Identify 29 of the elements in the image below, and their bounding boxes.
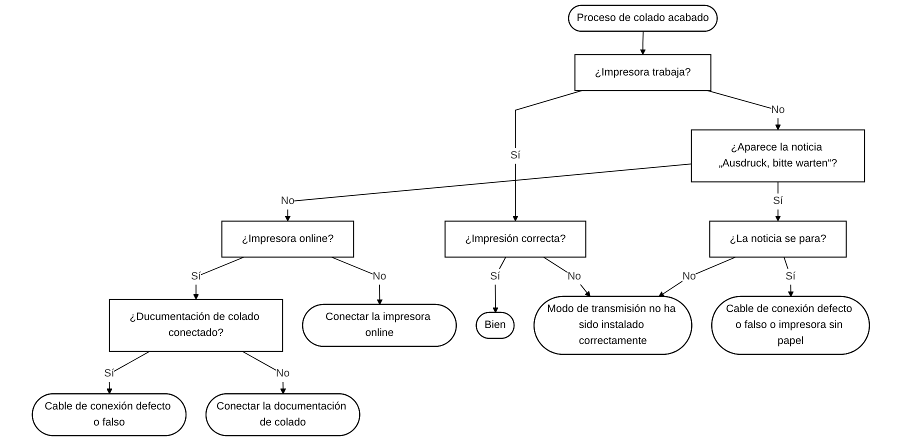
arrow <box>284 164 692 222</box>
edge-label: No <box>682 270 696 282</box>
edge-label: Sí <box>510 150 521 162</box>
arrow <box>331 256 383 306</box>
node-box: ¿Impresora online? <box>221 220 354 258</box>
arrow <box>512 90 583 222</box>
edge-label: Sí <box>490 270 500 282</box>
arrow <box>658 256 736 298</box>
edge-label: No <box>281 196 295 207</box>
edge-label: No <box>568 270 582 282</box>
arrow <box>193 256 244 300</box>
node-box: ¿Impresión correcta? <box>444 220 586 258</box>
edge-label: No <box>771 104 785 116</box>
edge-label: Sí <box>191 270 202 282</box>
arrow <box>106 350 150 394</box>
edge-label: No <box>276 368 290 380</box>
edge-label: Sí <box>104 368 114 380</box>
node-box: ¿Impresora trabaja? <box>574 54 712 92</box>
edge-label: No <box>372 270 386 282</box>
edge-label: Sí <box>773 196 784 207</box>
edge-label: Sí <box>786 270 796 282</box>
arrow <box>640 31 646 55</box>
arrow <box>242 350 286 394</box>
node-box: ¿Ducumentación de colado conectado? <box>109 298 284 352</box>
node-box: ¿Aparece la noticia „Ausdruck, bitte warten“? <box>691 129 866 182</box>
node-box: ¿La noticia se para? <box>709 220 847 258</box>
arrow <box>492 256 506 314</box>
arrow <box>707 90 782 130</box>
arrow <box>543 256 591 298</box>
